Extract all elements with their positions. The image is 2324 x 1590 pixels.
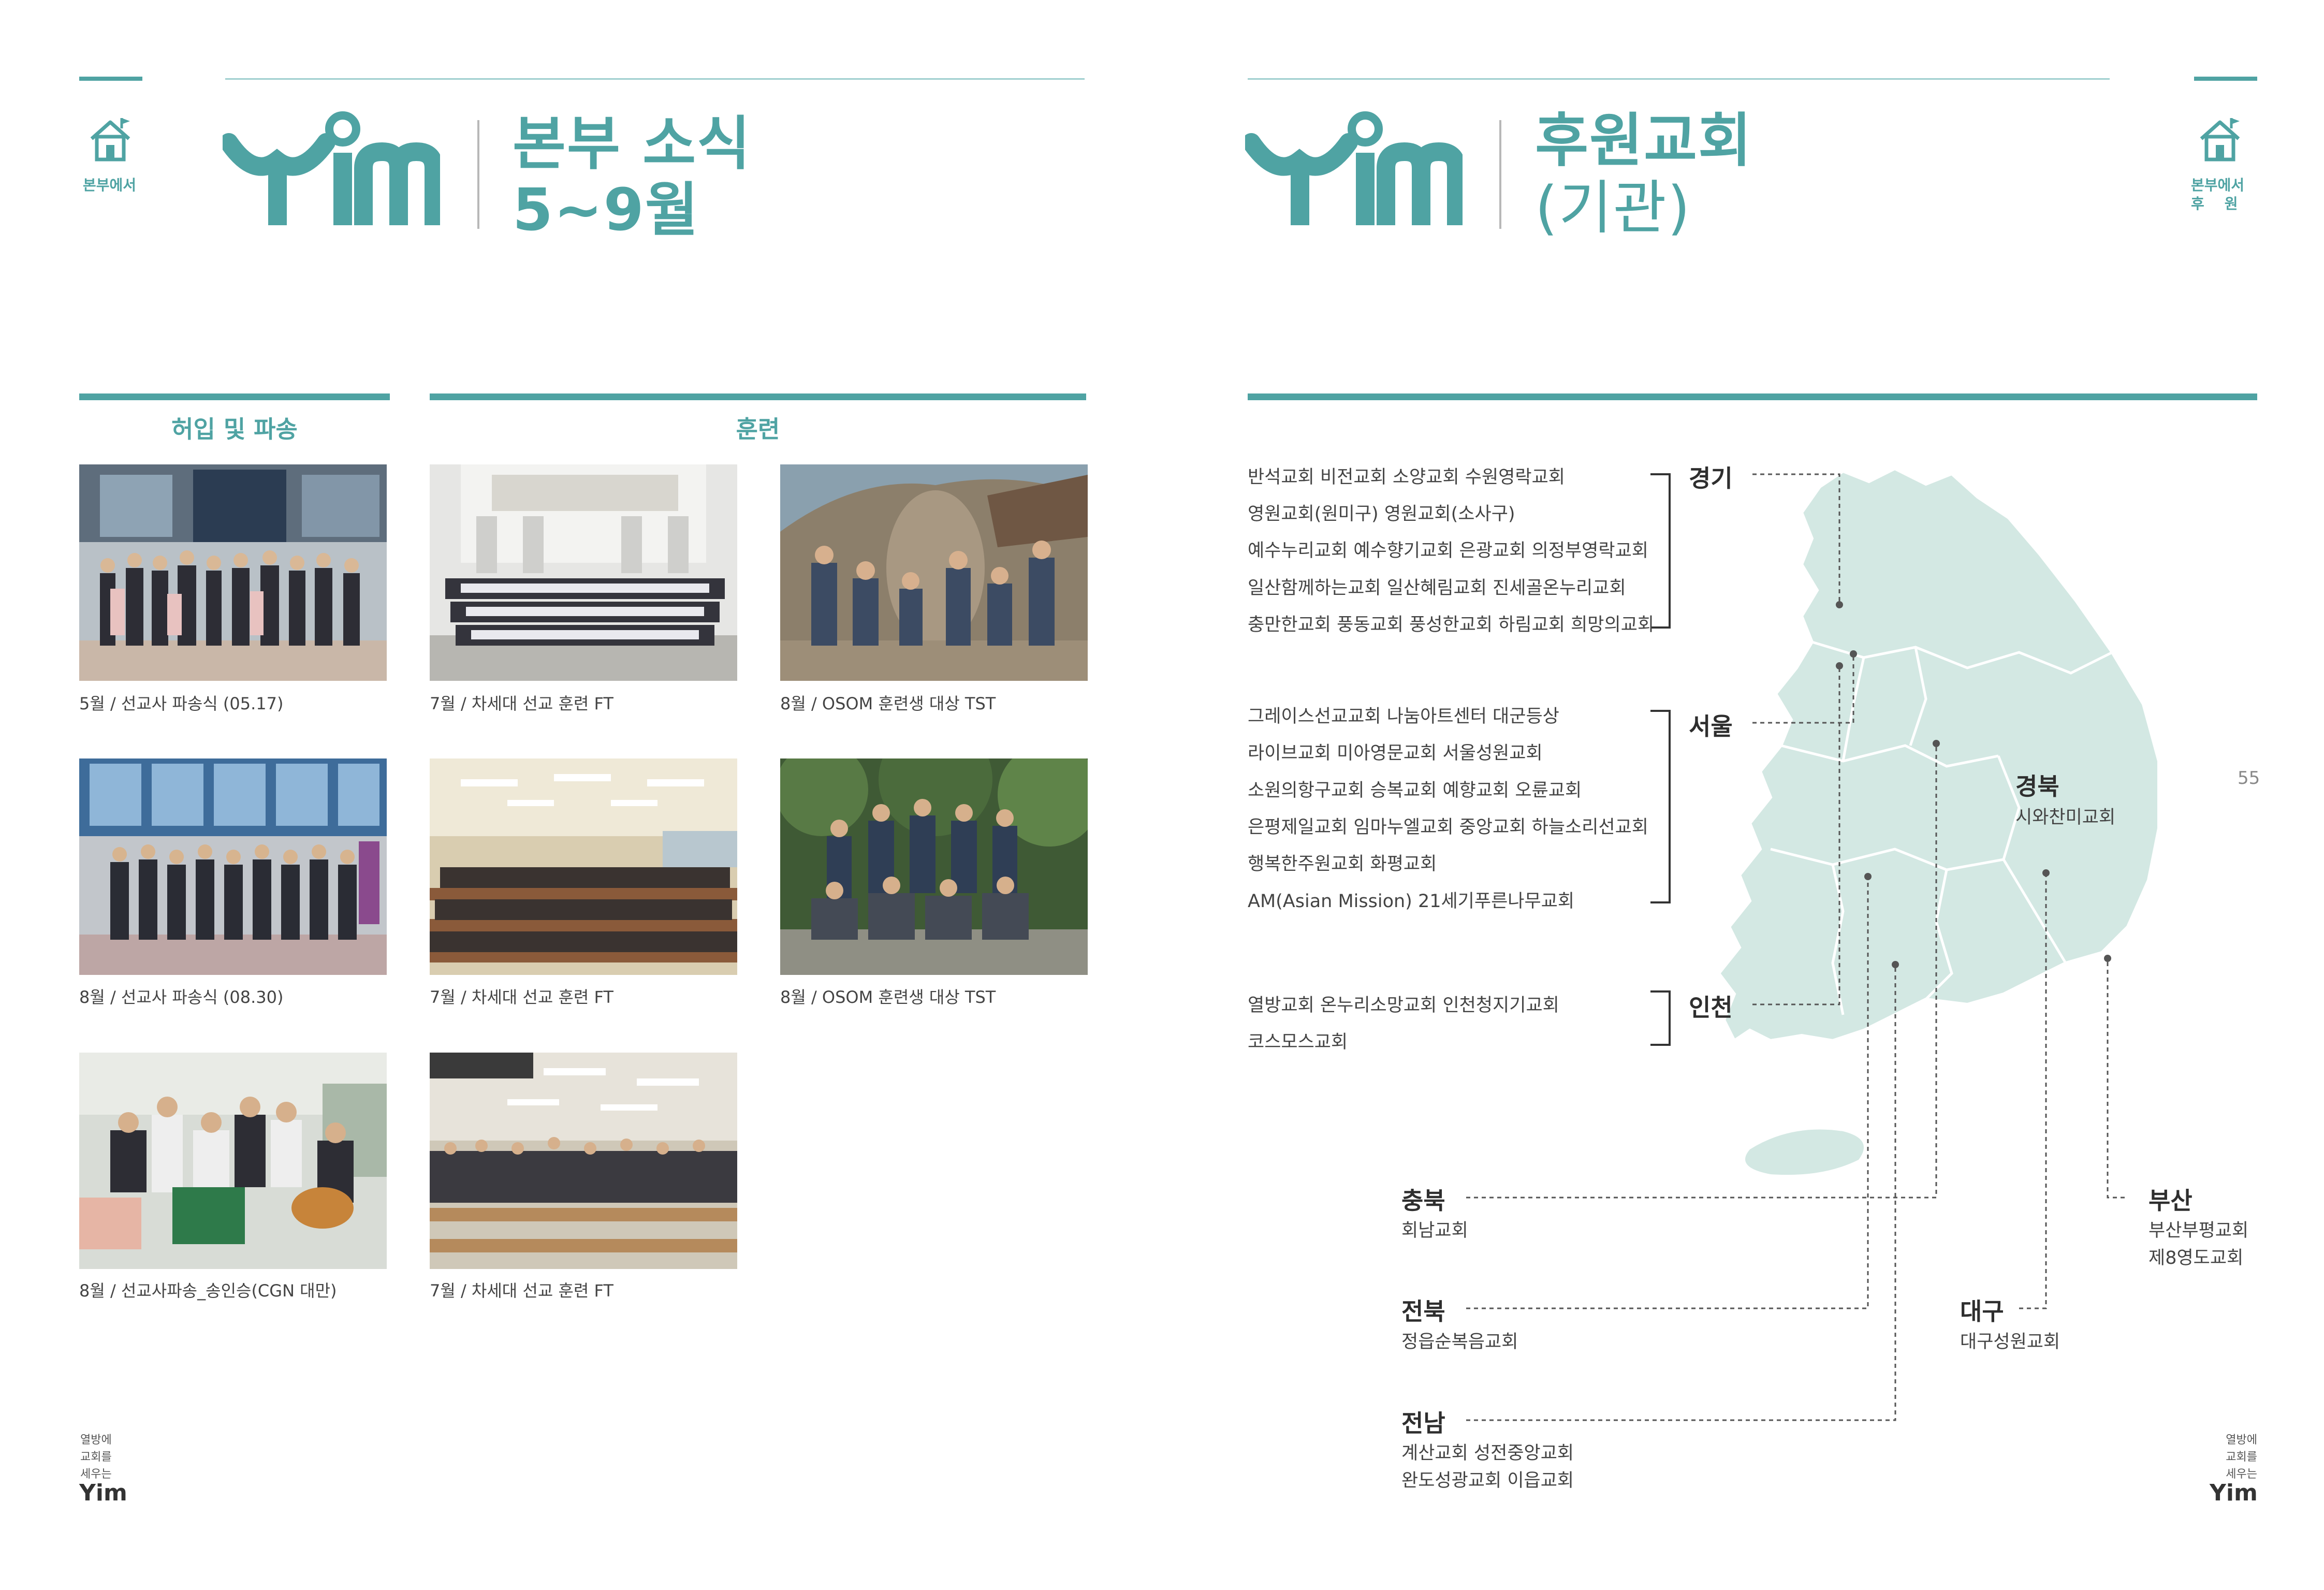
- church-list-line: 은평제일교회 임마누엘교회 중앙교회 하늘소리선교회: [1248, 817, 1648, 838]
- region-name-jeonnam: 전남: [1401, 1409, 1445, 1437]
- region-name-gyeonggi: 경기: [1689, 464, 1733, 492]
- footer-tagline: 열방에 교회를 세우는: [80, 1434, 112, 1481]
- region-church: 계산교회 성전중앙교회: [1401, 1443, 1574, 1464]
- church-list-line: 예수누리교회 예수향기교회 은광교회 의정부영락교회: [1248, 541, 1648, 561]
- region-name-incheon: 인천: [1689, 994, 1733, 1022]
- photo-caption: 7월 / 차세대 선교 훈련 FT: [430, 1281, 613, 1301]
- church-list-line: 코스모스교회: [1248, 1032, 1348, 1053]
- church-list-line: 라이브교회 미아영문교회 서울성원교회: [1248, 743, 1543, 764]
- region-church: 대구성원교회: [1960, 1332, 2060, 1352]
- right-accent-rule: [2194, 77, 2257, 81]
- church-list-line: 그레이스선교교회 나눔아트센터 대군등상: [1248, 706, 1559, 727]
- footer-logo: Yim: [2210, 1480, 2258, 1506]
- photo-commissioning-0830: [79, 758, 387, 975]
- church-list-line: 행복한주원교회 화평교회: [1248, 854, 1437, 874]
- page-number: 55: [2238, 768, 2260, 789]
- footer-logo: Yim: [79, 1480, 127, 1506]
- photo-caption: 7월 / 차세대 선교 훈련 FT: [430, 987, 613, 1007]
- photo-caption: 8월 / 선교사파송_송인승(CGN 대만): [79, 1281, 337, 1301]
- right-top-rule: [1248, 78, 2110, 80]
- region-brackets: [1650, 473, 1671, 1046]
- photo-training-ft-group: [430, 464, 737, 681]
- region-name-gyeongbuk: 경북: [2015, 772, 2059, 800]
- photo-training-ft-lecture: [430, 758, 737, 975]
- region-name-daegu: 대구: [1960, 1297, 2004, 1325]
- photo-training-ft-hall: [430, 1053, 737, 1269]
- region-name-chungbuk: 충북: [1401, 1187, 1445, 1215]
- church-list-line: AM(Asian Mission) 21세기푸른나무교회: [1248, 891, 1575, 912]
- jeju-island-shape: [1745, 1129, 1864, 1175]
- church-list-line: 일산함께하는교회 일산혜림교회 진세골온누리교회: [1248, 578, 1626, 599]
- region-name-seoul: 서울: [1689, 712, 1733, 740]
- page-title-line2: (기관): [1535, 174, 1691, 242]
- title-separator: [477, 120, 479, 229]
- house-icon: [85, 115, 137, 167]
- group-left-label: 허입 및 파송: [171, 415, 298, 443]
- yim-logo: [1242, 111, 1466, 230]
- church-list-line: 열방교회 온누리소망교회 인천청지기교회: [1248, 995, 1559, 1016]
- church-list-line: 영원교회(원미구) 영원교회(소사구): [1248, 504, 1515, 524]
- group-left-rule: [79, 393, 390, 400]
- page-title-line1: 후원교회: [1535, 107, 1753, 174]
- region-connector-lines: [1466, 473, 2125, 1421]
- region-church: 제8영도교회: [2148, 1248, 2244, 1268]
- photo-osom-tst-forest: [780, 758, 1088, 975]
- church-list-line: 충만한교회 풍동교회 풍성한교회 하림교회 희망의교회: [1248, 615, 1655, 635]
- region-church: 완도성광교회 이읍교회: [1401, 1470, 1574, 1491]
- church-list-line: 반석교회 비전교회 소양교회 수원영락교회: [1248, 467, 1565, 488]
- photo-caption: 7월 / 차세대 선교 훈련 FT: [430, 694, 613, 713]
- photo-osom-tst-rock: [780, 464, 1088, 681]
- korea-mainland-shape: [1717, 466, 2160, 1043]
- title-separator: [1499, 120, 1501, 229]
- section-icon-label: 본부에서 후 원: [2191, 177, 2245, 212]
- photo-caption: 8월 / OSOM 훈련생 대상 TST: [780, 987, 996, 1007]
- left-top-rule: [225, 78, 1085, 80]
- region-church: 회남교회: [1401, 1220, 1468, 1241]
- house-icon: [2195, 115, 2247, 167]
- photo-caption: 8월 / 선교사 파송식 (08.30): [79, 987, 284, 1007]
- church-list-line: 소원의항구교회 승복교회 예향교회 오륜교회: [1248, 780, 1582, 801]
- region-church: 정읍순복음교회: [1401, 1332, 1518, 1352]
- footer-tagline: 열방에 교회를 세우는: [2226, 1434, 2257, 1481]
- region-name-busan: 부산: [2148, 1187, 2193, 1215]
- yim-logo: [220, 111, 443, 230]
- page-title-line2: 5~9월: [513, 177, 699, 244]
- right-section-rule: [1248, 393, 2257, 400]
- section-icon-label: 본부에서: [83, 177, 137, 194]
- photo-caption: 8월 / OSOM 훈련생 대상 TST: [780, 694, 996, 713]
- region-name-jeonbuk: 전북: [1401, 1297, 1445, 1325]
- region-markers: [1836, 601, 2111, 968]
- region-church: 시와찬미교회: [2015, 807, 2116, 828]
- photo-commissioning-0517: [79, 464, 387, 681]
- page-title-line1: 본부 소식: [513, 110, 752, 178]
- group-right-rule: [430, 393, 1086, 400]
- photo-caption: 5월 / 선교사 파송식 (05.17): [79, 694, 284, 713]
- photo-commissioning-song: [79, 1053, 387, 1269]
- group-right-label: 훈련: [736, 415, 780, 443]
- left-accent-rule: [79, 77, 142, 81]
- region-church: 부산부평교회: [2148, 1220, 2249, 1241]
